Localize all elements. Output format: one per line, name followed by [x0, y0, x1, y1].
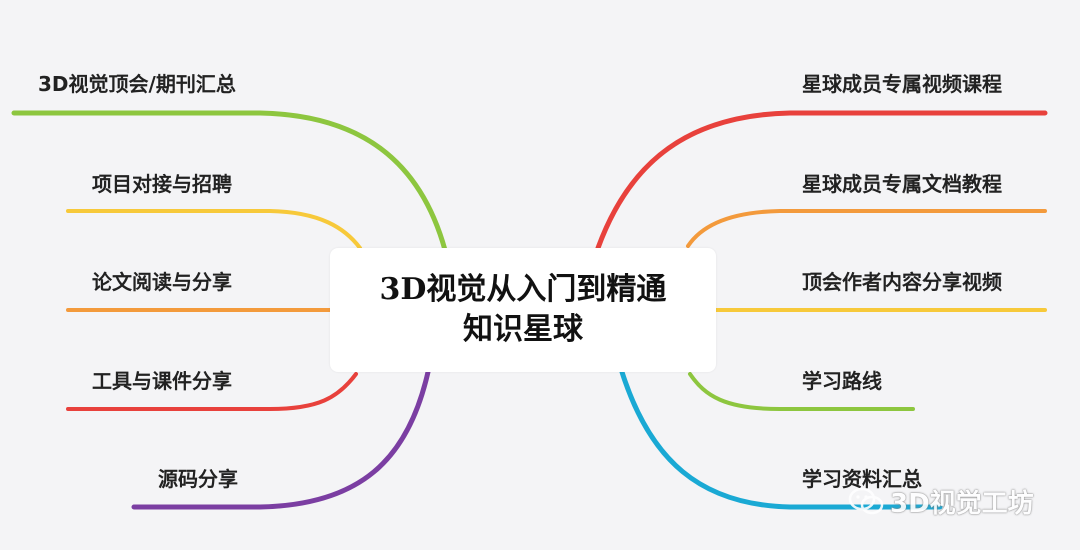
left-branch-line-4	[66, 372, 358, 411]
central-topic-line-1: 3D视觉从入门到精通	[379, 272, 667, 307]
left-branch-label-4: 工具与课件分享	[92, 369, 232, 393]
right-branch-label-3: 顶会作者内容分享视频	[802, 270, 1002, 294]
central-topic-line-2: 知识星球	[463, 312, 583, 347]
right-branch-line-1	[595, 110, 1048, 251]
left-branch-label-5: 源码分享	[158, 467, 238, 491]
left-branch-label-2: 项目对接与招聘	[92, 172, 232, 196]
left-branch-line-5	[131, 369, 431, 510]
right-branch-line-2	[686, 209, 1047, 248]
central-topic: 3D视觉从入门到精通 知识星球	[330, 248, 716, 372]
right-branch-label-4: 学习路线	[802, 369, 882, 393]
left-branch-label-3: 论文阅读与分享	[92, 270, 232, 294]
right-branch-label-1: 星球成员专属视频课程	[802, 72, 1002, 96]
left-branch-line-2	[66, 209, 362, 250]
right-branch-label-5: 学习资料汇总	[802, 467, 922, 491]
right-branch-line-5	[619, 369, 943, 510]
left-branch-label-1: 3D视觉顶会/期刊汇总	[38, 72, 236, 96]
right-branch-line-4	[688, 372, 915, 411]
wechat-icon	[848, 487, 884, 514]
right-branch-label-2: 星球成员专属文档教程	[802, 172, 1002, 196]
watermark: 3D视觉工坊	[848, 483, 1034, 520]
left-branch-line-1	[11, 110, 448, 253]
watermark-text: 3D视觉工坊	[890, 489, 1034, 519]
